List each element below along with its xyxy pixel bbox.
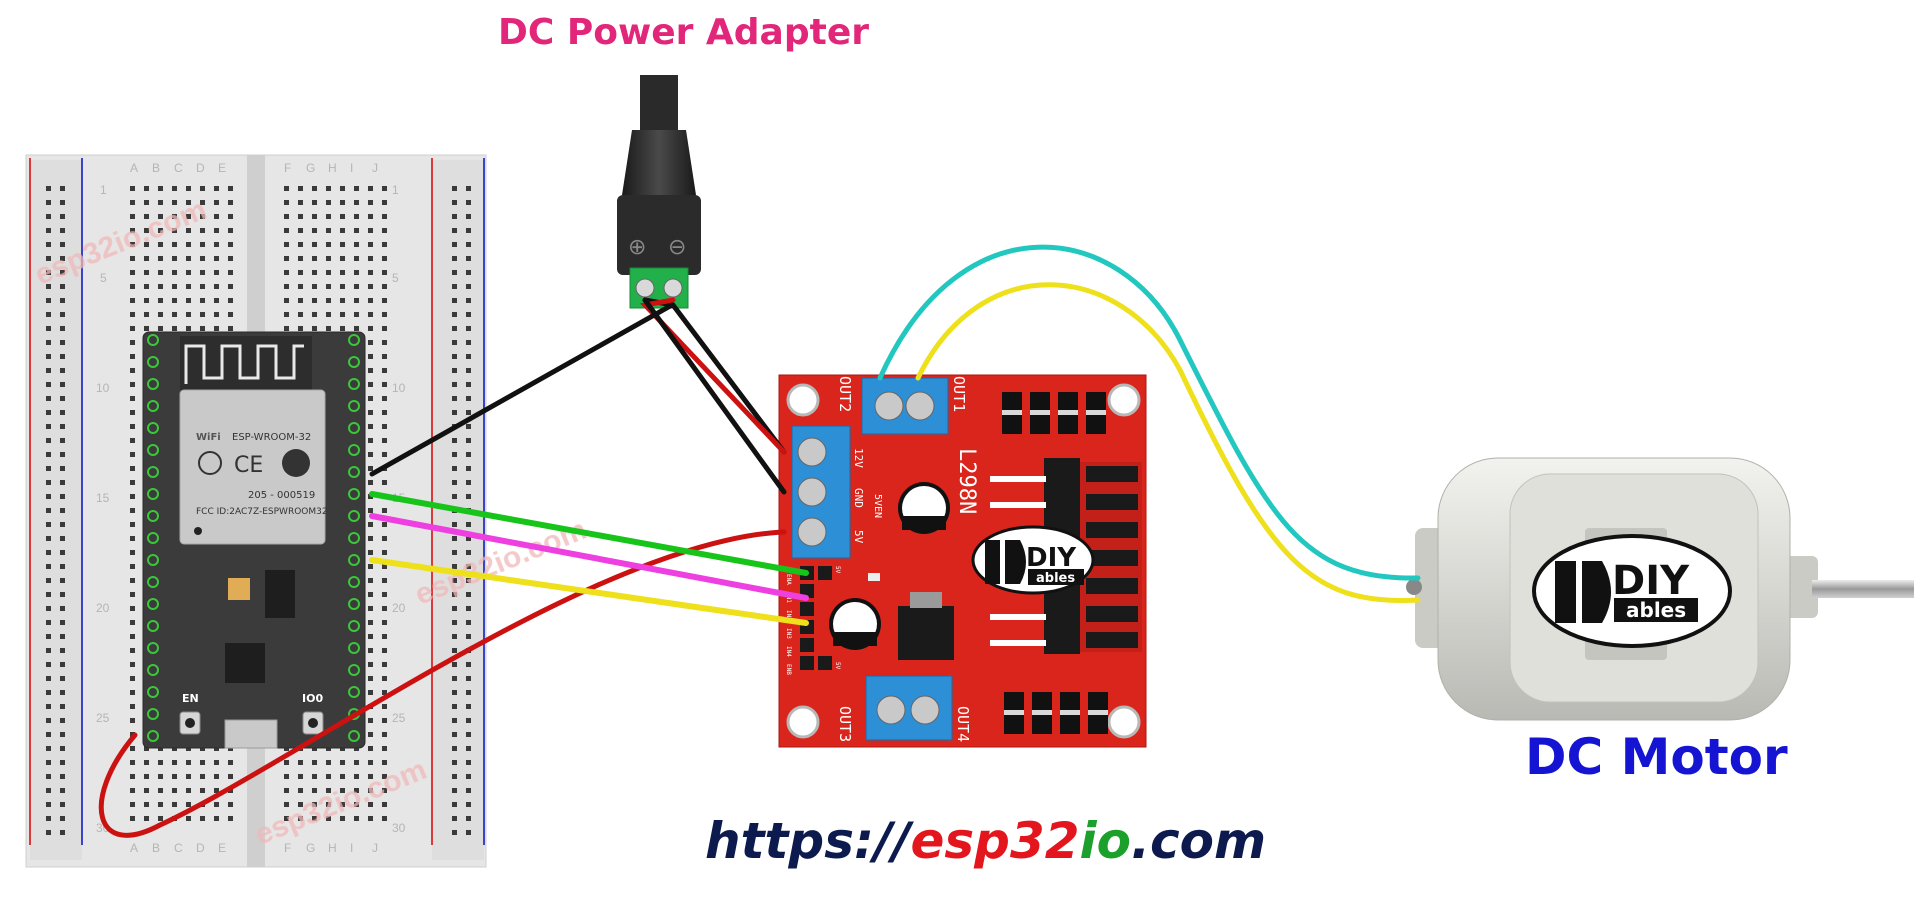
row-number: 15 — [96, 491, 110, 505]
row-number: 5 — [392, 271, 399, 285]
col-letter: I — [350, 841, 353, 855]
out3-label: OUT3 — [836, 706, 854, 742]
bluetooth-icon — [282, 449, 310, 477]
motor-shaft — [1812, 580, 1914, 598]
col-letter: A — [130, 841, 138, 855]
col-letter: H — [328, 841, 337, 855]
wire-red-vin — [98, 529, 787, 838]
dc-power-adapter: ⊕ ⊖ — [617, 75, 701, 309]
url-num: 32 — [1009, 812, 1080, 870]
voltage-regulator — [228, 578, 250, 600]
wifi-icon: WiFi — [196, 432, 221, 443]
col-letter: D — [196, 841, 205, 855]
header-5v-label: 5V — [834, 566, 841, 574]
col-letter: F — [284, 161, 291, 175]
l298n-driver: OUT2 OUT1 OUT3 OUT4 12V GND 5V 5VEN L298… — [778, 374, 1147, 748]
row-number: 25 — [392, 711, 406, 725]
col-letter: I — [350, 161, 353, 175]
site-url[interactable]: https://esp32io.com — [705, 812, 1266, 870]
header-label: IN2 — [785, 610, 792, 621]
row-number: 5 — [100, 271, 107, 285]
wire-black-esp-gnd — [369, 302, 675, 477]
col-letter: E — [218, 161, 226, 175]
wire-yellow-signal — [369, 557, 809, 626]
col-letter: C — [174, 161, 183, 175]
out2-label: OUT2 — [836, 376, 854, 412]
usb-chip — [225, 643, 265, 683]
wire-yellow-motor — [915, 282, 1421, 603]
logo-ables-text: ables — [1036, 571, 1075, 586]
row-number: 1 — [392, 183, 399, 197]
header-5v-label: 5V — [834, 662, 841, 670]
url-io: io — [1079, 812, 1132, 870]
col-letter: J — [372, 161, 378, 175]
ce-mark: CE — [234, 453, 263, 478]
12v-label: 12V — [852, 448, 865, 468]
wire-red-adapter — [640, 297, 787, 455]
antenna-icon — [184, 344, 304, 384]
col-letter: G — [306, 841, 315, 855]
wire-black-gnd — [642, 297, 787, 495]
fcc-id: FCC ID:2AC7Z-ESPWROOM32 — [196, 507, 328, 517]
row-number: 20 — [392, 601, 406, 615]
out1-label: OUT1 — [950, 376, 968, 412]
url-prefix: https:// — [705, 812, 911, 870]
col-letter: J — [372, 841, 378, 855]
en-label: EN — [182, 692, 199, 705]
chip-label: L298N — [954, 448, 979, 514]
row-number: 30 — [392, 821, 406, 835]
header-label: IN4 — [785, 646, 792, 657]
url-esp: esp — [910, 812, 1010, 870]
header-label: ENA — [785, 574, 792, 585]
plus-symbol: ⊕ — [628, 235, 646, 260]
row-number: 10 — [96, 381, 110, 395]
row-number: 25 — [96, 711, 110, 725]
col-letter: D — [196, 161, 205, 175]
row-number: 20 — [96, 601, 110, 615]
col-letter: G — [306, 161, 315, 175]
motor-title: DC Motor — [1525, 728, 1788, 786]
module-name: ESP-WROOM-32 — [232, 432, 311, 443]
wire-cyan-motor — [877, 244, 1421, 581]
header-label: IN3 — [785, 628, 792, 639]
wire-green-signal — [369, 491, 809, 576]
wires — [98, 244, 1421, 838]
certification-icon — [198, 451, 222, 475]
out4-label: OUT4 — [954, 706, 972, 742]
io0-label: IO0 — [302, 692, 323, 705]
usb-port — [224, 719, 278, 749]
5v-label: 5V — [852, 530, 865, 544]
logo-ables-text: ables — [1626, 598, 1686, 622]
col-letter: A — [130, 161, 138, 175]
col-letter: C — [174, 841, 183, 855]
gnd-label: GND — [852, 488, 865, 508]
dc-motor: DIY ables — [1406, 457, 1914, 721]
col-letter: B — [152, 841, 160, 855]
cert-number: 205 - 000519 — [248, 490, 315, 501]
adapter-title: DC Power Adapter — [498, 12, 869, 53]
esp32-board: WiFi ESP-WROOM-32 CE 205 - 000519 FCC ID… — [142, 331, 366, 749]
col-letter: H — [328, 161, 337, 175]
row-number: 10 — [392, 381, 406, 395]
url-suffix: .com — [1131, 812, 1267, 870]
row-number: 1 — [100, 183, 107, 197]
col-letter: F — [284, 841, 291, 855]
minus-symbol: ⊖ — [668, 235, 686, 260]
col-letter: B — [152, 161, 160, 175]
logo-diy-text: DIY — [1026, 543, 1077, 573]
5ven-label: 5VEN — [872, 494, 883, 518]
header-label: ENB — [785, 664, 792, 675]
logo-diy-text: DIY — [1612, 558, 1690, 604]
wire-magenta-signal — [369, 513, 809, 601]
col-letter: E — [218, 841, 226, 855]
